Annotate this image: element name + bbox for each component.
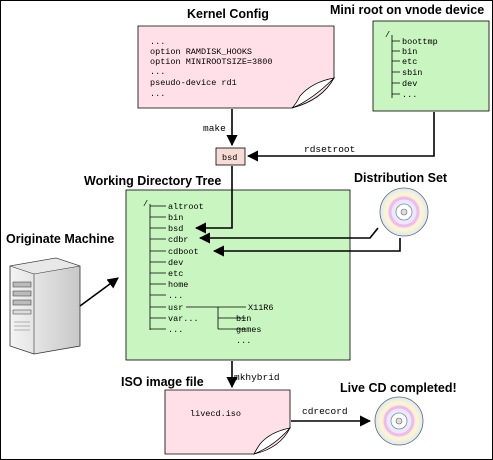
mkhybrid-label: mkhybrid	[234, 372, 280, 383]
working-tree-title: Working Directory Tree	[84, 174, 221, 188]
usr-child: games	[236, 325, 262, 335]
mini-root-entry: boottmp	[402, 37, 438, 47]
tree-entry: home	[168, 280, 188, 290]
kernel-config-line: ...	[150, 37, 165, 47]
distribution-set-title: Distribution Set	[354, 171, 448, 185]
rdsetroot-arrow	[246, 112, 435, 162]
tree-entry: bsd	[168, 224, 183, 234]
working-tree-slash: /	[143, 199, 148, 209]
tree-entry: bin	[168, 213, 183, 223]
kernel-config-line: option RAMDISK_HOOKS	[150, 47, 252, 57]
bsd-kernel-box: bsd	[215, 147, 246, 166]
kernel-config-title: Kernel Config	[187, 7, 269, 21]
cdrecord-label: cdrecord	[302, 406, 348, 417]
cdbr-arrow	[198, 227, 379, 244]
tree-entry: dev	[168, 258, 183, 268]
iso-file-name: livecd.iso	[190, 409, 241, 419]
bsd-install-arrow	[194, 166, 233, 234]
iso-file-document: livecd.iso	[164, 389, 292, 455]
kernel-config-lines: ... option RAMDISK_HOOKS option MINIROOT…	[150, 37, 272, 99]
tree-entry: ...	[168, 325, 183, 335]
kernel-config-line: pseudo-device rd1	[150, 78, 237, 88]
live-cd-title: Live CD completed!	[340, 381, 457, 395]
cdboot-arrow	[212, 238, 401, 257]
bsd-kernel-label: bsd	[222, 153, 237, 163]
kernel-config-line: ...	[150, 67, 165, 77]
kernel-config-document: ... option RAMDISK_HOOKS option MINIROOT…	[137, 25, 336, 109]
kernel-config-line: option MINIROOTSIZE=3800	[150, 57, 272, 67]
make-label: make	[203, 123, 226, 134]
tree-entry: var...	[168, 314, 199, 324]
mini-root-box: / boottmp bin etc sbin dev ...	[372, 20, 490, 112]
mini-root-title: Mini root on vnode device	[330, 3, 484, 17]
usr-child: ...	[236, 336, 251, 346]
working-tree-box: / altroot bin bsd cdbr cdboot dev etc ho…	[125, 189, 351, 361]
kernel-config-line: ...	[150, 89, 165, 99]
originate-machine-title: Originate Machine	[6, 232, 114, 246]
distribution-cd-icon	[379, 187, 429, 237]
copy-to-tree-arrow	[79, 277, 119, 307]
tree-entry: etc	[168, 269, 183, 279]
iso-image-title: ISO image file	[121, 375, 204, 389]
tree-entry: usr	[168, 303, 183, 313]
live-cd-icon	[374, 396, 424, 446]
originate-machine-pc-icon	[9, 257, 81, 355]
mini-root-slash: /	[385, 30, 390, 40]
mini-root-entry: bin	[402, 47, 417, 57]
tree-entry: cdboot	[168, 247, 199, 257]
usr-child: bin	[236, 314, 251, 324]
mini-root-entry: etc	[402, 57, 417, 67]
mini-root-entry: sbin	[402, 68, 422, 78]
mini-root-entry: dev	[402, 79, 417, 89]
mini-root-entry: ...	[402, 90, 417, 100]
tree-entry: ...	[168, 291, 183, 301]
usr-child: X11R6	[248, 303, 274, 313]
tree-entry: cdbr	[168, 235, 188, 245]
tree-entry: altroot	[168, 202, 204, 212]
rdsetroot-label: rdsetroot	[304, 144, 355, 155]
